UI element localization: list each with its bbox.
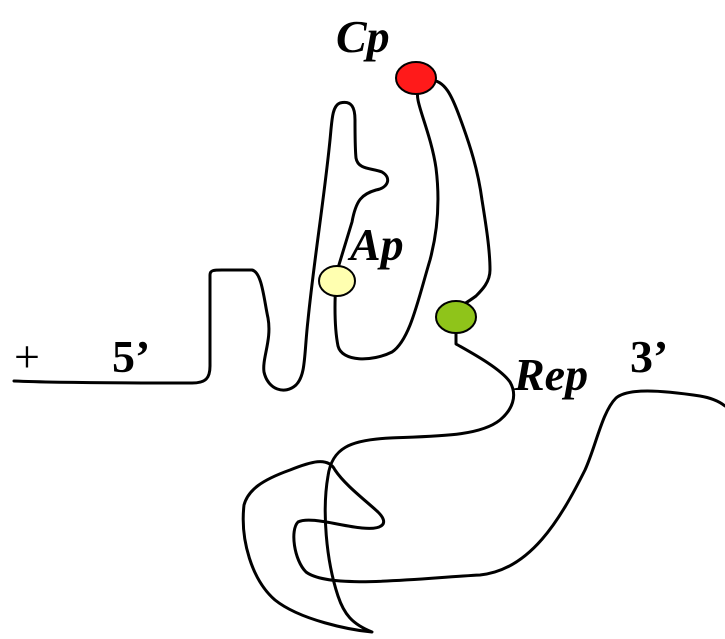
ap-site-marker [319,266,355,296]
cp-site-marker [396,62,436,94]
rep-label: Rep [513,349,588,400]
rep-site-marker [436,301,476,333]
five-prime-label: 5’ [112,331,150,382]
three-prime-label: 3’ [630,331,668,382]
ap-label: Ap [347,219,404,270]
plus-strand-label: + [14,331,40,382]
cp-label: Cp [336,11,390,62]
